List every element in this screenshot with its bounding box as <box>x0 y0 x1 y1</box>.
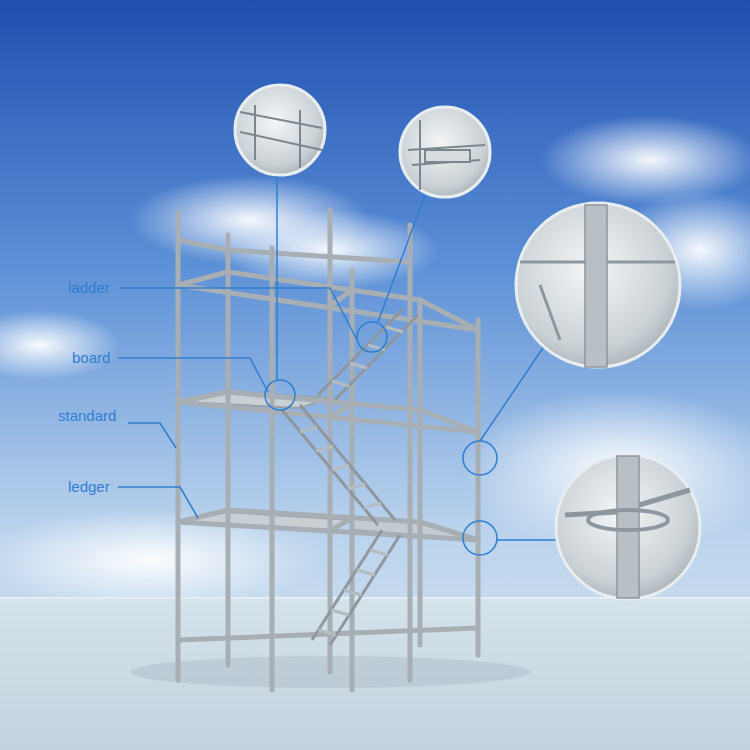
part-label: standard <box>58 407 116 425</box>
part-label: ledger <box>68 478 110 496</box>
part-label: board <box>72 349 110 367</box>
part-label: ladder <box>68 279 110 297</box>
